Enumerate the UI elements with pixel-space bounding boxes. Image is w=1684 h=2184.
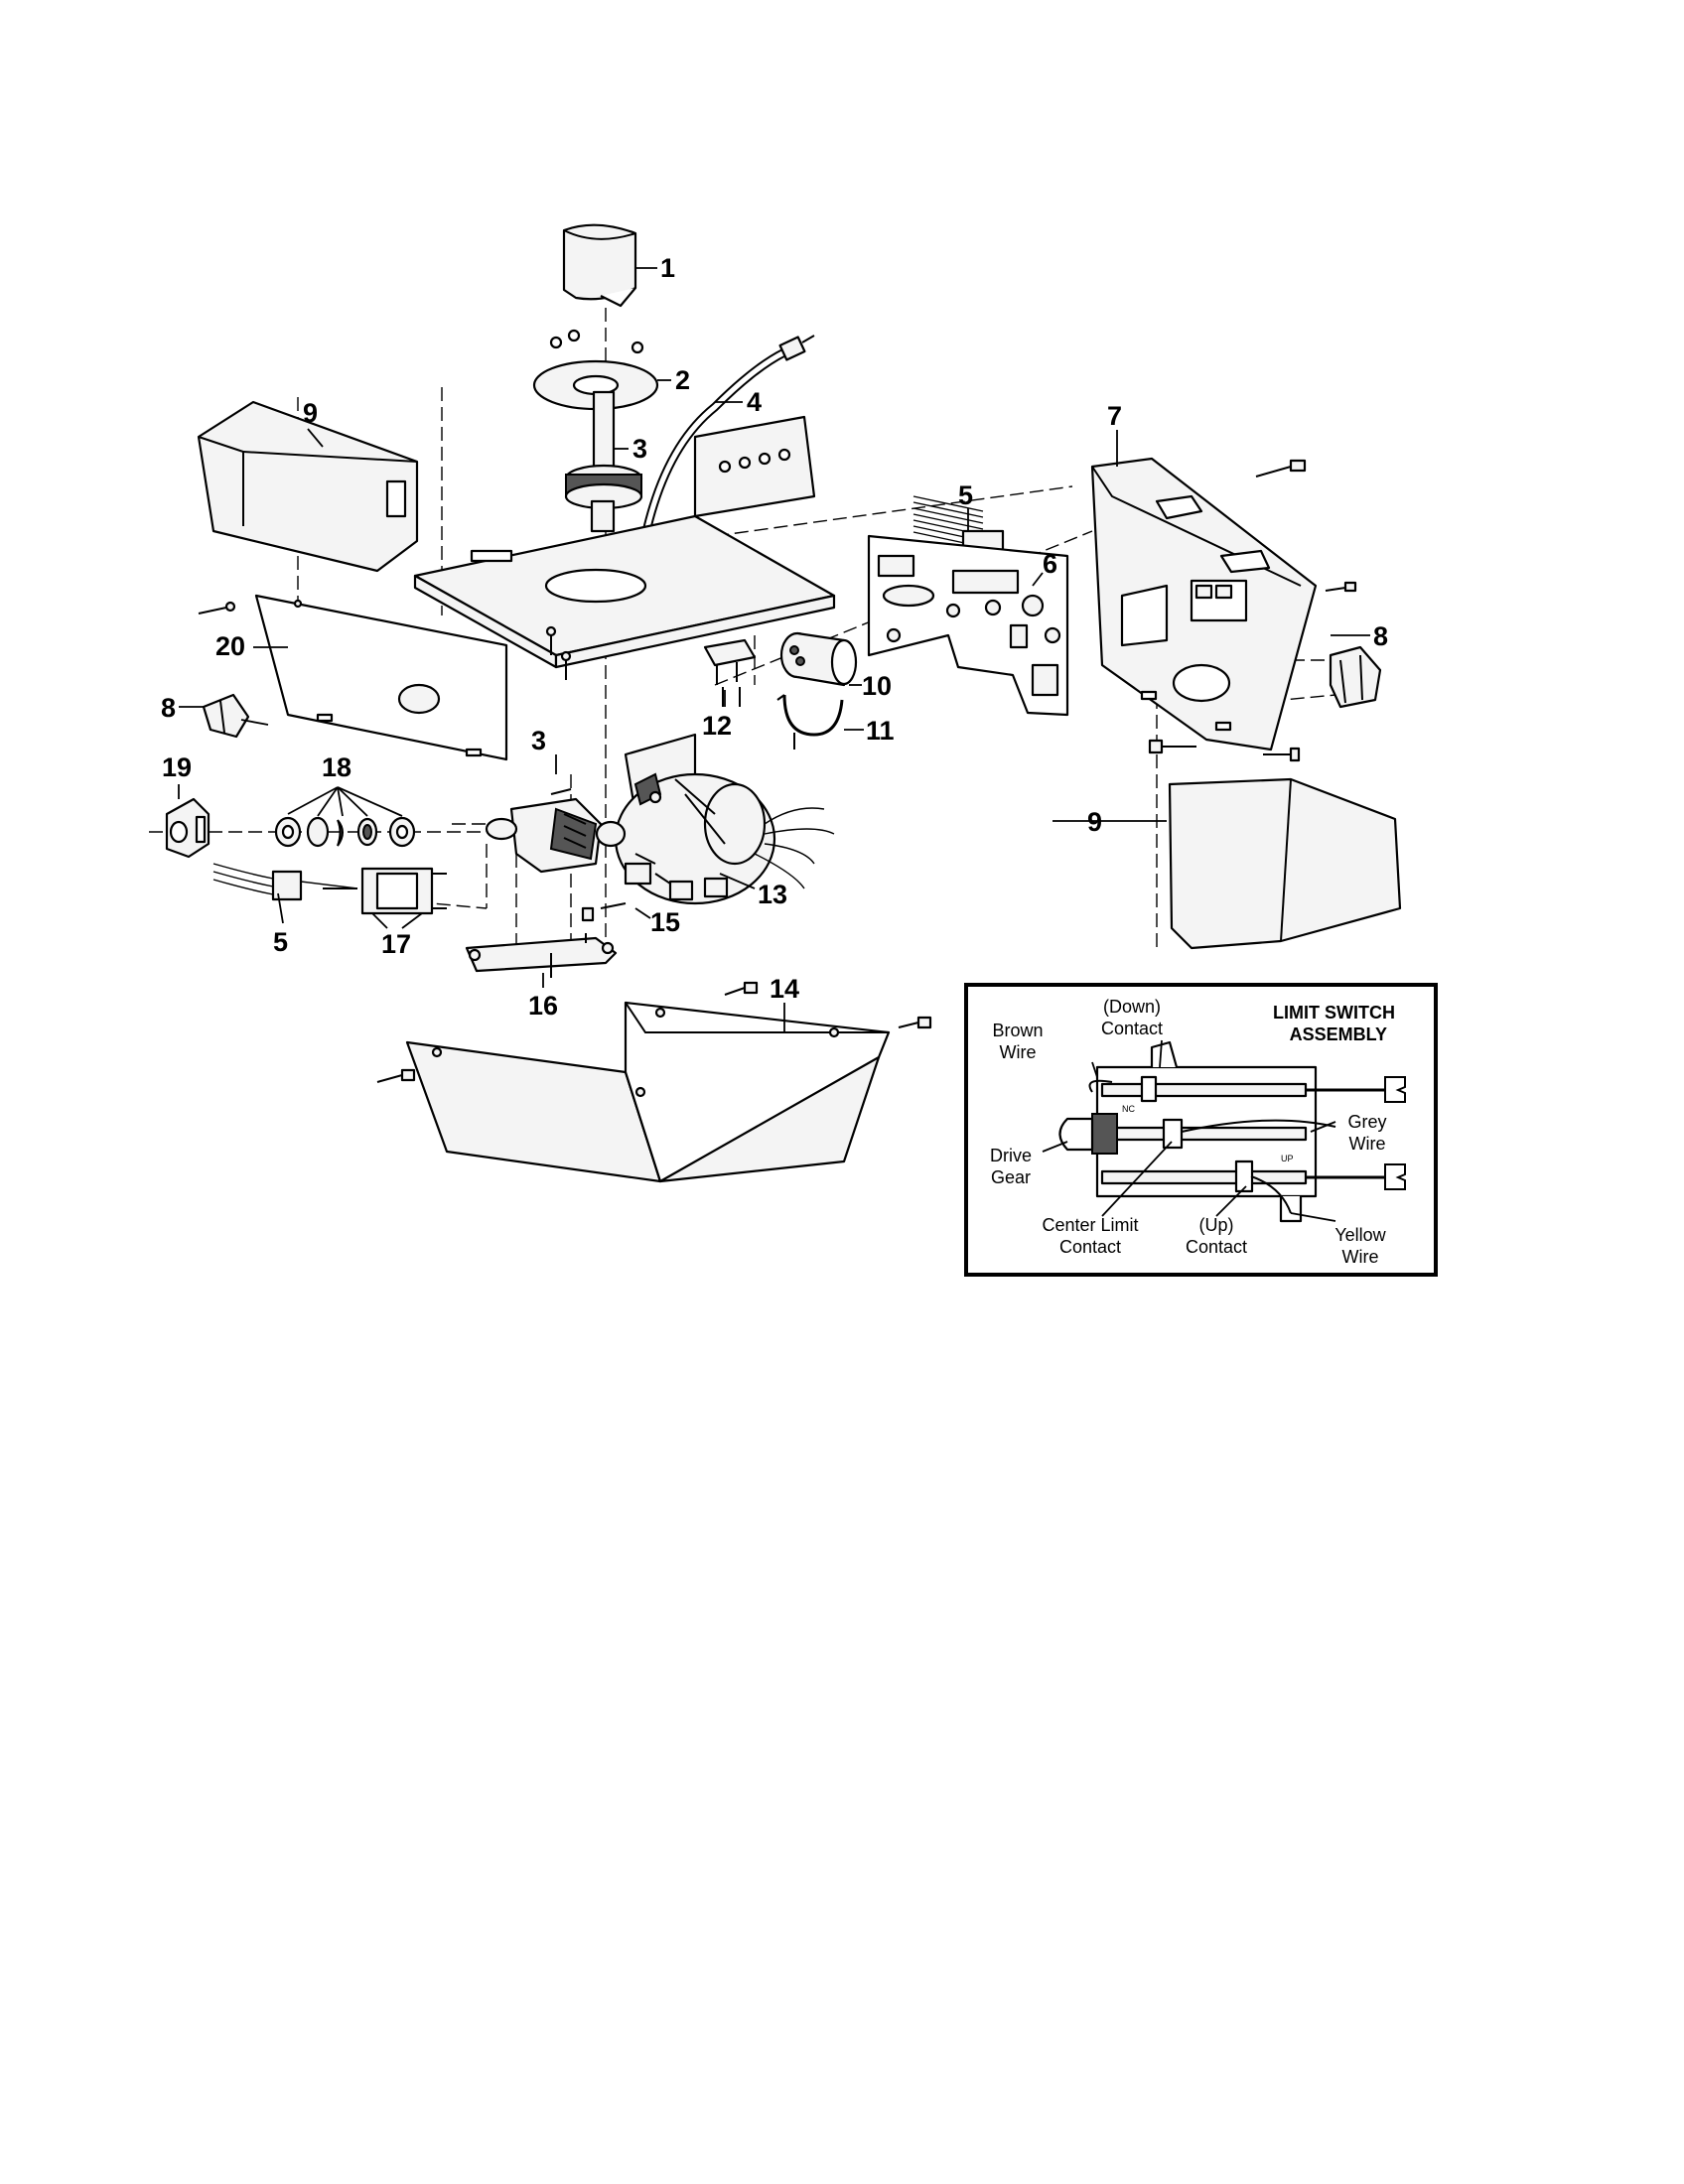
inset-title-line2: ASSEMBLY <box>1290 1024 1387 1044</box>
label-grey-wire-2: Wire <box>1349 1134 1386 1154</box>
part-19-end-cap <box>165 797 210 859</box>
callout-4: 4 <box>747 387 762 417</box>
part-10-capacitor <box>779 631 858 687</box>
callout-19: 19 <box>162 752 192 782</box>
callout-8-left: 8 <box>161 693 176 723</box>
callout-6: 6 <box>1043 549 1057 579</box>
part-13-motor <box>614 733 835 905</box>
part-12-terminal-block <box>703 638 757 685</box>
part-6-logic-board <box>867 534 1069 717</box>
callout-5-lower: 5 <box>273 927 288 957</box>
callout-2: 2 <box>675 365 690 395</box>
callout-7: 7 <box>1107 401 1122 431</box>
label-brown-wire-1: Brown <box>992 1021 1043 1040</box>
callout-16: 16 <box>528 991 558 1021</box>
label-drive-gear-2: Gear <box>991 1167 1031 1187</box>
part-14-bottom-cover <box>405 1001 891 1183</box>
part-4-power-cord <box>640 335 815 537</box>
chassis-frame <box>413 415 836 669</box>
nc-mark: NC <box>1122 1104 1135 1114</box>
callout-12: 12 <box>702 711 732 741</box>
part-18-bearing-kit <box>274 816 416 848</box>
label-up-contact-2: Contact <box>1186 1237 1247 1257</box>
part-8-right-lens <box>1329 645 1382 709</box>
label-down-contact-1: (Down) <box>1103 997 1161 1017</box>
callout-15: 15 <box>650 907 680 937</box>
callout-9-right: 9 <box>1087 807 1102 837</box>
label-grey-wire-1: Grey <box>1347 1112 1386 1132</box>
callout-9-left: 9 <box>303 398 318 428</box>
callout-20: 20 <box>215 631 245 661</box>
part-8-left-lens-knob <box>202 693 250 739</box>
label-down-contact-2: Contact <box>1101 1019 1163 1038</box>
part-15-screws <box>581 902 627 922</box>
limit-switch-inset: LIMIT SWITCH ASSEMBLY NC UP <box>964 983 1438 1277</box>
callout-8-right: 8 <box>1373 621 1388 651</box>
label-center-limit-2: Contact <box>1059 1237 1121 1257</box>
callout-13: 13 <box>758 880 787 909</box>
part-9-right-light-cover <box>1168 777 1402 950</box>
part-7-right-housing <box>1090 457 1318 751</box>
callout-3-upper: 3 <box>632 434 647 464</box>
part-3-worm-gear <box>485 797 627 874</box>
part-5-lower-wire-harness <box>212 863 358 901</box>
part-20-end-panel <box>254 594 508 761</box>
callout-leaders <box>178 267 1370 1032</box>
part-3-drive-shaft-gear <box>564 390 643 533</box>
callout-17: 17 <box>381 929 411 959</box>
callout-numbers: 1 2 3 4 5 6 7 8 8 9 9 10 11 12 3 13 14 1… <box>161 253 1388 1021</box>
callout-5-upper: 5 <box>958 480 973 510</box>
callout-1: 1 <box>660 253 675 283</box>
callout-10: 10 <box>862 671 892 701</box>
callout-3-lower: 3 <box>531 726 546 755</box>
part-9-left-cover <box>197 400 419 573</box>
part-11-capacitor-bracket <box>776 694 844 745</box>
part-17-limit-switch-assy <box>323 867 447 915</box>
callout-11: 11 <box>866 716 895 746</box>
inset-title-line1: LIMIT SWITCH <box>1273 1003 1395 1023</box>
label-up-contact-1: (Up) <box>1199 1215 1234 1235</box>
label-yellow-wire-1: Yellow <box>1334 1225 1386 1245</box>
label-brown-wire-2: Wire <box>1000 1042 1037 1062</box>
label-center-limit-1: Center Limit <box>1042 1215 1138 1235</box>
part-2-mounting-flange <box>532 329 659 411</box>
callout-18: 18 <box>322 752 351 782</box>
part-16-limit-switch <box>465 933 618 978</box>
label-yellow-wire-2: Wire <box>1342 1247 1379 1267</box>
part-1-gear-cover <box>562 223 637 308</box>
label-drive-gear-1: Drive <box>990 1146 1032 1165</box>
up-mark: UP <box>1281 1154 1294 1163</box>
callout-14: 14 <box>770 974 799 1004</box>
